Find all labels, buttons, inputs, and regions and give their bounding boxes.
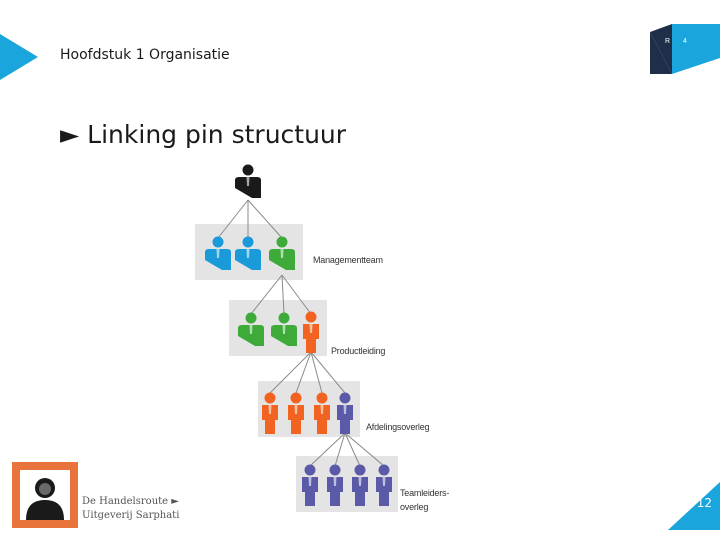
person-department-2 (288, 392, 304, 434)
label-teamleiders-line2: overleg (400, 502, 429, 512)
person-team-1 (302, 464, 318, 506)
slide-heading: ► Linking pin structuur (60, 120, 347, 149)
person-management-1 (205, 236, 231, 270)
person-management-2 (235, 236, 261, 270)
page-number-triangle (668, 482, 720, 530)
badge-letter-right: 4 (683, 38, 687, 45)
label-productleiding: Productleiding (331, 346, 386, 356)
person-management-3 (269, 236, 295, 270)
badge-letter-left: R (665, 38, 671, 45)
publisher-name-line1: De Handelsroute ► (82, 496, 179, 507)
connector-lines (217, 199, 385, 467)
publisher-name-line2: Uitgeverij Sarphati (82, 510, 180, 521)
person-production-1 (238, 312, 264, 346)
person-team-3 (352, 464, 368, 506)
brand-badge-shape (650, 24, 720, 74)
label-teamleiders-line1: Teamleiders- (400, 488, 450, 498)
label-afdelingsoverleg: Afdelingsoverleg (366, 422, 430, 432)
person-department-1 (262, 392, 278, 434)
person-team-2 (327, 464, 343, 506)
person-production-2 (271, 312, 297, 346)
publisher-logo-icon (12, 462, 78, 528)
people-layer (205, 164, 392, 506)
page-number: 12 (696, 496, 712, 510)
person-top-executive (235, 164, 261, 198)
corner-accent-triangle (0, 34, 38, 80)
person-department-4 (337, 392, 353, 434)
person-production-3 (303, 311, 319, 353)
person-department-3 (314, 392, 330, 434)
person-team-4 (376, 464, 392, 506)
label-managementteam: Managementteam (313, 255, 383, 265)
chapter-title: Hoofdstuk 1 Organisatie (60, 47, 230, 63)
